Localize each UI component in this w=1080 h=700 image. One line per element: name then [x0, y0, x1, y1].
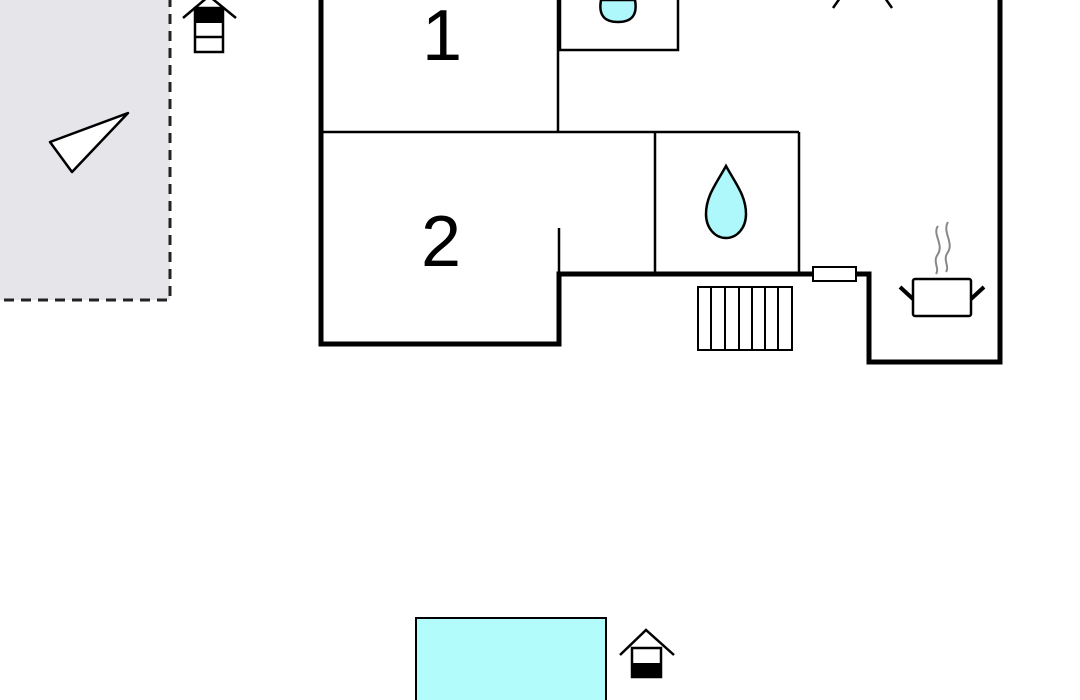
building-walls	[318, 0, 1003, 365]
bathroom-top	[558, 0, 680, 52]
radiator-icon	[697, 286, 793, 351]
storey-level-icon	[182, 0, 237, 54]
water-drop-icon	[704, 163, 748, 240]
room-label-2: 2	[421, 202, 461, 282]
compass-icon	[48, 111, 130, 174]
pool	[415, 617, 607, 700]
storey-level-icon	[619, 628, 675, 679]
window	[812, 266, 857, 282]
cooking-pot-icon	[898, 221, 986, 318]
room-label-1: 1	[422, 0, 462, 76]
lamp-icon	[831, 0, 894, 9]
water-drop-icon	[599, 0, 637, 24]
interior-walls	[321, 0, 801, 272]
